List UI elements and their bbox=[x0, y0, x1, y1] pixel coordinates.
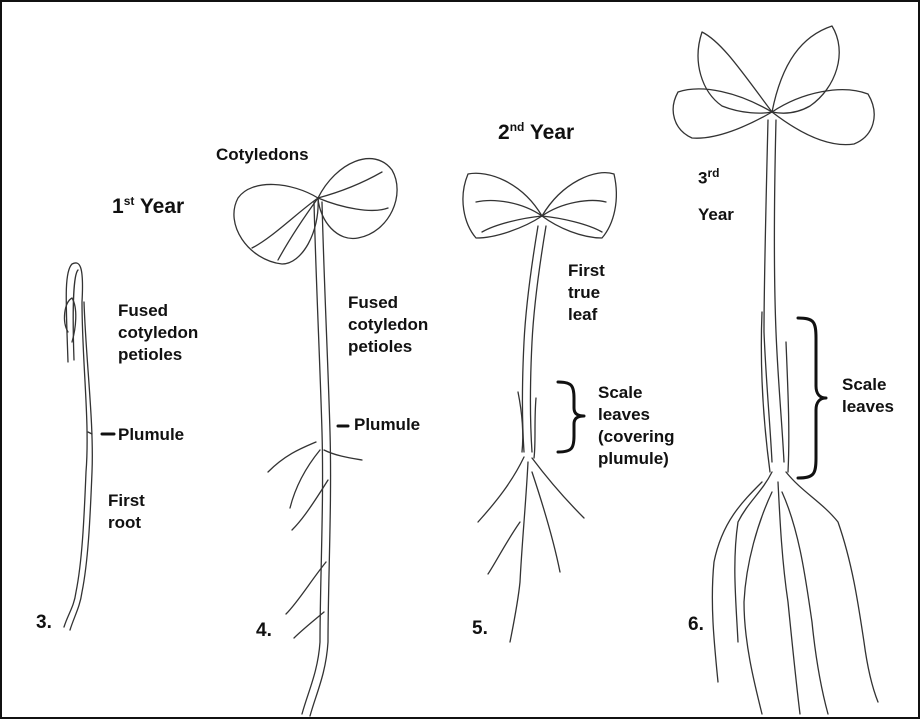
label-first-root: First root bbox=[108, 490, 145, 534]
stage-number-5: 5. bbox=[472, 618, 488, 640]
label-fused-cotyledon-petioles-4: Fused cotyledon petioles bbox=[348, 292, 428, 358]
label-fused-cotyledon-petioles-3: Fused cotyledon petioles bbox=[118, 300, 198, 366]
scale-bracket-stage-5 bbox=[558, 382, 584, 452]
label-scale-leaves-6: Scale leaves bbox=[842, 374, 894, 418]
stage-number-3: 3. bbox=[36, 612, 52, 634]
label-scale-leaves-5: Scale leaves (covering plumule) bbox=[598, 382, 675, 470]
year-title-2: 2nd Year bbox=[498, 114, 574, 146]
year-title-3: 3rd Year bbox=[698, 162, 734, 226]
label-cotyledons: Cotyledons bbox=[216, 144, 309, 166]
scale-bracket-stage-6 bbox=[798, 318, 826, 478]
year-title-1: 1st Year bbox=[112, 188, 184, 220]
seedling-stage-5 bbox=[463, 173, 616, 642]
seedling-stage-3 bbox=[64, 263, 92, 630]
seedling-stage-6 bbox=[673, 26, 878, 714]
stage-number-6: 6. bbox=[688, 614, 704, 636]
label-plumule-4: Plumule bbox=[354, 414, 420, 436]
label-first-true-leaf: First true leaf bbox=[568, 260, 605, 326]
stage-number-4: 4. bbox=[256, 620, 272, 642]
label-plumule-3: Plumule bbox=[118, 424, 184, 446]
